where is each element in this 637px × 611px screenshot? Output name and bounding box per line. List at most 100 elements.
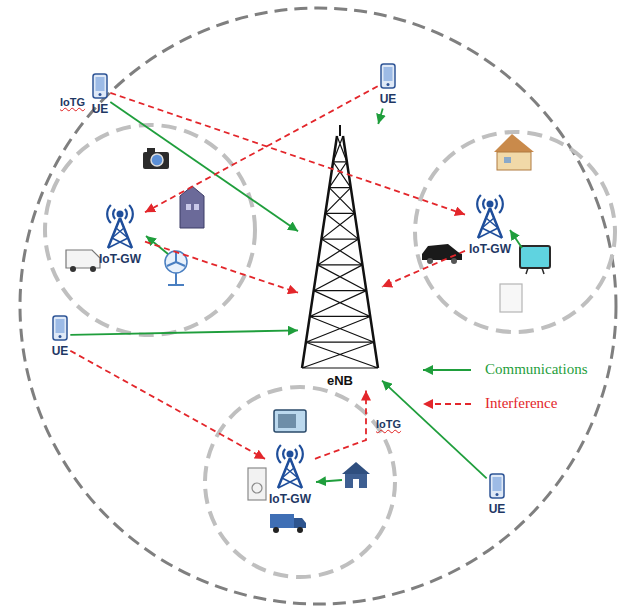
appliance-icon — [500, 284, 522, 312]
ue-icon-part — [493, 477, 502, 491]
legend-sample — [423, 369, 471, 371]
ue-icon-part — [496, 493, 499, 496]
enb-icon-part — [310, 291, 370, 317]
interference-link — [110, 93, 465, 215]
house-icon-part — [494, 134, 534, 152]
microwave-icon-part — [278, 414, 296, 428]
device-node: UE — [487, 472, 508, 518]
washer-icon-part — [252, 483, 262, 493]
enb-icon-part — [306, 316, 374, 342]
gw-icon-part — [495, 199, 497, 209]
appliance-icon-part — [500, 284, 522, 312]
gw-icon-part — [299, 445, 303, 463]
node-label: UE — [380, 92, 397, 106]
base-station-node: eNB — [298, 124, 382, 391]
ue-icon — [381, 64, 395, 88]
ue-icon-part — [384, 67, 393, 81]
legend-text: Communications — [485, 360, 588, 378]
ue-icon — [93, 74, 107, 98]
gw-icon-part — [129, 205, 133, 223]
camera-icon — [143, 148, 169, 169]
gw-icon-part — [486, 208, 494, 218]
gateway-node: IoT-GW — [465, 190, 515, 258]
fan-icon — [165, 251, 187, 285]
camera-icon-part — [143, 152, 169, 169]
house-icon-part — [345, 474, 367, 488]
interference-link — [70, 351, 265, 459]
ue-icon-part — [93, 74, 107, 98]
microwave-icon — [274, 410, 306, 432]
gw-icon-part — [483, 199, 485, 209]
ue-icon — [53, 316, 67, 340]
gw-icon-part — [487, 201, 494, 208]
gw-icon-part — [478, 228, 502, 238]
legend-sample — [423, 403, 471, 405]
enb-icon-part — [302, 342, 378, 368]
microwave-icon-part — [274, 410, 306, 432]
enb-icon — [302, 125, 378, 368]
car-icon-part — [427, 258, 433, 264]
gw-icon-part — [278, 458, 302, 488]
gw-icon-part — [287, 451, 294, 458]
ue-icon-part — [56, 319, 65, 333]
ue-icon-part — [96, 77, 105, 91]
fan-icon-part — [167, 252, 185, 266]
gw-icon-part — [482, 218, 498, 228]
gw-icon-part — [286, 458, 294, 468]
car-icon-part — [422, 244, 462, 260]
washer-icon-part — [248, 468, 266, 500]
interference-link — [315, 391, 366, 459]
iot-group-boundary — [45, 125, 255, 335]
gw-icon — [277, 445, 303, 488]
node-label: IoT-GW — [467, 242, 513, 256]
device-node: UE — [90, 72, 111, 118]
interference-link — [382, 251, 465, 287]
node-label: IoT-GW — [97, 252, 143, 266]
gw-icon-part — [108, 218, 132, 248]
ue-icon-part — [99, 93, 102, 96]
gw-icon-part — [277, 445, 281, 463]
camera-icon-part — [151, 154, 163, 166]
gw-icon-part — [117, 211, 124, 218]
van-icon — [66, 250, 100, 272]
ue-icon-part — [387, 83, 390, 86]
house-icon-part — [342, 462, 370, 474]
gw-icon-part — [278, 478, 302, 488]
iot-group-boundary — [205, 387, 395, 577]
truck-icon-part — [297, 527, 303, 533]
truck-icon-part — [273, 527, 279, 533]
device-node: UE — [378, 62, 399, 108]
gw-icon-part — [125, 209, 127, 219]
enb-icon-part — [333, 136, 347, 162]
house-icon — [342, 462, 370, 488]
gw-icon-part — [108, 238, 132, 248]
enb-icon-part — [339, 125, 341, 136]
gw-icon — [477, 195, 503, 238]
van-icon-part — [90, 266, 96, 272]
ue-icon-part — [490, 474, 504, 498]
gw-icon-part — [107, 205, 111, 223]
ue-icon-part — [59, 335, 62, 338]
washer-icon — [248, 468, 266, 500]
communication-link — [110, 102, 298, 231]
gw-icon — [107, 205, 133, 248]
ue-icon-part — [381, 64, 395, 88]
node-label: IoT-GW — [267, 492, 313, 506]
group-label: IoTG — [60, 96, 85, 109]
car-icon-part — [451, 258, 457, 264]
iot-group-boundary — [415, 132, 615, 332]
ue-icon-part — [53, 316, 67, 340]
house-icon-part — [497, 152, 531, 170]
truck-icon — [270, 514, 306, 533]
interference-link — [145, 242, 298, 293]
gw-icon-part — [478, 208, 502, 238]
node-label: UE — [489, 502, 506, 516]
communication-link — [70, 330, 298, 334]
gateway-node: IoT-GW — [95, 200, 145, 268]
tv-icon — [520, 246, 550, 274]
van-icon-part — [70, 266, 76, 272]
cell-boundary — [20, 8, 616, 604]
interference-link — [145, 86, 378, 212]
truck-icon-part — [270, 514, 294, 528]
